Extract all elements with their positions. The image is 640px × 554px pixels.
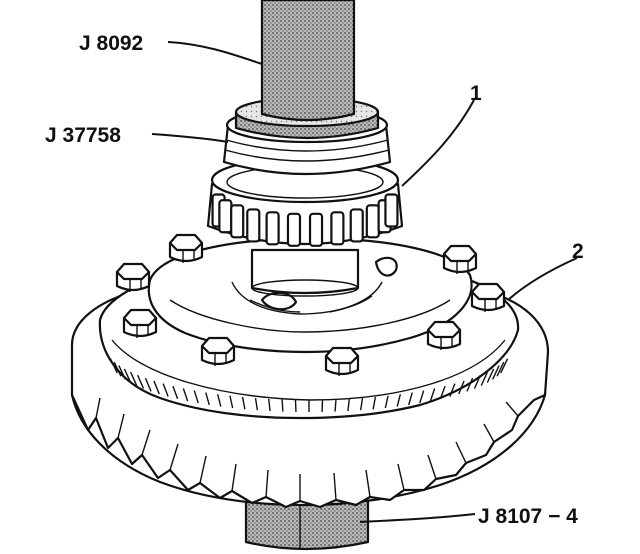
bolt-head: [200, 336, 236, 366]
callout-j37758: J 37758: [45, 124, 121, 147]
bolt-head: [442, 244, 478, 274]
handle-tool-j8092: [260, 0, 356, 122]
callout-j8092: J 8092: [79, 32, 143, 55]
callout-j8107: J 8107 − 4: [478, 505, 578, 528]
bolt-head: [122, 308, 158, 338]
flange-bolts: [115, 233, 506, 376]
bearing-journal: [250, 248, 360, 297]
leader-lines: [151, 41, 578, 523]
leader-j8107: [359, 513, 476, 523]
callout-case-number: 2: [572, 240, 584, 263]
bolt-head: [324, 346, 360, 376]
bolt-head: [115, 262, 151, 292]
leader-j37758: [151, 133, 229, 143]
bolt-head: [426, 320, 462, 350]
callout-bearing-number: 1: [470, 82, 482, 105]
leader-j8092: [167, 41, 263, 65]
bolt-head: [470, 282, 506, 312]
leader-case: [507, 257, 578, 301]
leader-bearing: [401, 99, 475, 187]
bolt-head: [168, 233, 204, 263]
